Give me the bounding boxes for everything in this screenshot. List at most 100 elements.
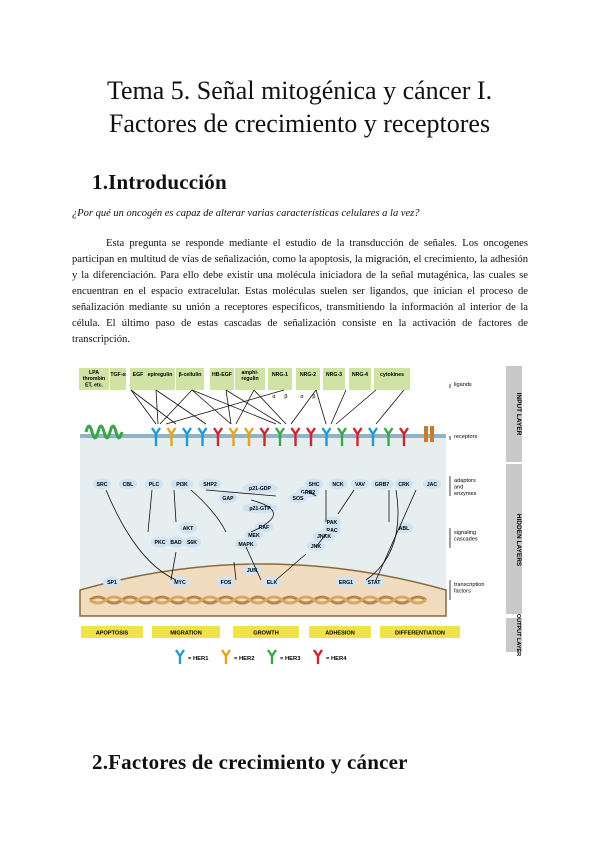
nrg-subunit-label: β <box>312 394 315 400</box>
adaptor-node-label: JAC <box>427 482 438 488</box>
receptor-icon <box>275 427 285 446</box>
output-box <box>233 626 299 638</box>
pathway-node <box>322 516 342 528</box>
pathway-node <box>218 492 238 504</box>
pathway-node <box>178 522 198 534</box>
ligand-label: EGF <box>133 372 144 378</box>
legend-label: = HER2 <box>234 656 254 662</box>
adaptor-node <box>198 478 222 490</box>
ligand-box <box>296 368 320 390</box>
pathway-node-label: BAD <box>170 540 181 546</box>
pathway-node-label: MEK <box>248 533 260 539</box>
pathway-node-label: p21-GTP <box>249 506 271 512</box>
receptor-icon <box>352 427 363 446</box>
transcription-factor-node-label: STAT <box>368 580 382 586</box>
ligand-box <box>235 368 265 390</box>
pathway-node <box>182 536 202 548</box>
receptor-icon <box>244 427 254 446</box>
transcription-factor-node <box>216 576 236 588</box>
ligand-box <box>79 368 109 390</box>
adaptor-node <box>422 478 442 490</box>
legend-receptor-icon <box>267 649 277 664</box>
page-title: Tema 5. Señal mitogénica y cáncer I. Fac… <box>0 74 599 140</box>
legend-label: = HER4 <box>326 656 347 662</box>
ligand-box <box>349 368 371 390</box>
adaptor-node-label: SRC <box>97 482 108 488</box>
nrg-subunit-label: α <box>300 394 304 400</box>
internal-arrows <box>105 489 417 581</box>
receptor-icon <box>197 427 208 446</box>
pathway-node-label: ABL <box>399 526 410 532</box>
ligand-label: β-cellulin <box>179 372 202 378</box>
legend-receptor-icon <box>175 649 185 664</box>
ligand-box <box>176 368 204 390</box>
adaptor-node <box>118 478 138 490</box>
receptor-icon <box>213 427 223 446</box>
pathway-node <box>254 521 274 533</box>
output-label: APOPTOSIS <box>96 631 129 637</box>
receptor-icon <box>290 427 301 446</box>
pathway-node <box>166 536 186 548</box>
legend-label: = HER3 <box>280 656 301 662</box>
pathway-node-label: PKC <box>155 540 166 546</box>
membrane <box>80 434 446 438</box>
ligand-box <box>145 368 175 390</box>
pathway-node <box>234 538 258 550</box>
pathway-node <box>394 522 414 534</box>
adaptor-node-label: SHP2 <box>203 482 217 488</box>
input-layer-band <box>506 366 522 462</box>
ligand-box <box>130 368 146 390</box>
ligand-label: cytokines <box>380 372 404 378</box>
receptor-icon <box>228 427 239 446</box>
output-box <box>81 626 143 638</box>
pathway-node-label: AKT <box>183 526 194 532</box>
adaptor-node <box>394 478 414 490</box>
layer-label-hidden: HIDDEN LAYERS <box>515 514 522 567</box>
receptor-row <box>151 427 409 446</box>
pathway-node <box>242 502 278 514</box>
pathway-node <box>242 482 278 494</box>
receptor-icon <box>306 427 316 446</box>
output-label: GROWTH <box>253 631 278 637</box>
section-heading-introduccion: 1.Introducción <box>92 170 227 194</box>
transcription-factor-node <box>334 576 358 588</box>
legend-receptor-icon <box>313 649 323 664</box>
adaptor-node <box>350 478 370 490</box>
dna-strand-1 <box>89 595 427 605</box>
ligand-receptor-arrows <box>130 389 405 425</box>
adaptor-node-label: NCK <box>332 482 343 488</box>
output-layer-band <box>506 618 522 652</box>
transcription-factor-node-label: FOS <box>221 580 232 586</box>
pathway-node-label: RAF <box>259 525 270 531</box>
pathway-node <box>244 529 264 541</box>
pathway-node <box>288 492 308 504</box>
transcription-factor-node-label: ELK <box>267 580 278 586</box>
receptor-icon <box>259 427 270 446</box>
receptor-legend: = HER1 = HER2 = HER3 = HER4 <box>175 649 347 664</box>
adaptor-node-label: PI3K <box>176 482 188 488</box>
output-label: DIFFERENTIATION <box>395 631 445 637</box>
ligand-label: HB-EGF <box>212 372 232 378</box>
legend-label: = HER1 <box>188 656 209 662</box>
pathway-node <box>242 564 262 576</box>
output-box <box>309 626 371 638</box>
receptor-icon <box>337 427 347 446</box>
layer-right-label: receptors <box>454 434 478 440</box>
adaptor-node-label: CRK <box>398 482 409 488</box>
adaptor-node-label: SHC <box>309 482 320 488</box>
hidden-layers-band <box>506 464 522 614</box>
adaptor-node <box>328 478 348 490</box>
ligand-label: TGF-α <box>110 372 126 378</box>
adaptor-node-label: PLC <box>149 482 160 488</box>
layer-label-output: OUTPUT LAYER <box>515 614 521 656</box>
ligand-box <box>210 368 234 390</box>
gpcr-receptor <box>84 424 124 440</box>
output-box <box>152 626 220 638</box>
adaptor-node <box>370 478 394 490</box>
title-line-2: Factores de crecimiento y receptores <box>108 109 491 138</box>
output-label: ADHESION <box>325 631 355 637</box>
